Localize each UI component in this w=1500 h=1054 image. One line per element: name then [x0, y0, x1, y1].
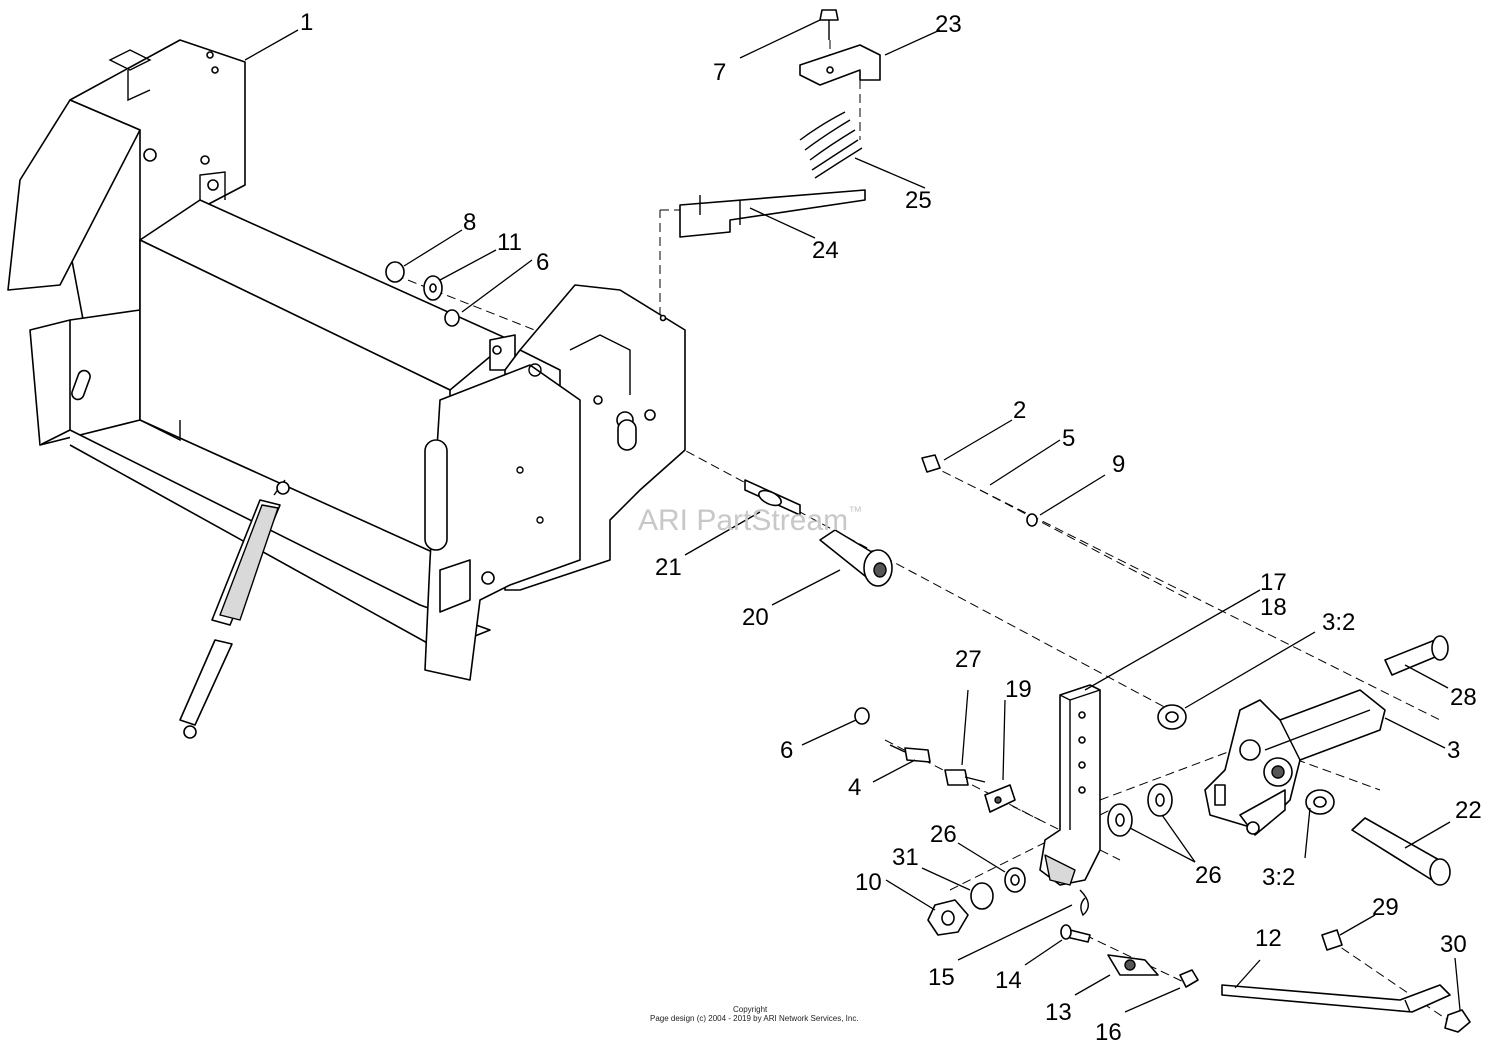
callout-1: 1 — [300, 9, 313, 36]
callout-3: 3 — [1447, 737, 1460, 764]
callout-9: 9 — [1112, 451, 1125, 478]
bushing-3-2-lower — [1305, 789, 1335, 815]
callout-23: 23 — [935, 11, 962, 38]
nut-16 — [1179, 969, 1199, 988]
washer-9 — [1026, 513, 1038, 527]
bolt-4 — [889, 744, 931, 763]
callout-6-upper: 6 — [536, 249, 549, 276]
callout-11: 11 — [497, 229, 522, 256]
callout-30: 30 — [1440, 931, 1467, 958]
callout-18: 18 — [1260, 594, 1287, 621]
callout-24: 24 — [812, 237, 839, 264]
bolt-27 — [944, 769, 986, 786]
spring-25 — [799, 111, 863, 179]
callout-5: 5 — [1062, 425, 1075, 452]
bushing-20 — [819, 529, 893, 587]
washer-31 — [970, 882, 994, 910]
callout-10: 10 — [855, 869, 882, 896]
copyright-title: Copyright — [733, 1005, 768, 1014]
nut-30 — [1444, 1009, 1471, 1033]
nut-6-lower — [854, 707, 870, 725]
leader-lines — [244, 19, 1461, 1013]
clevis-13 — [1107, 954, 1159, 976]
nut-8 — [385, 261, 405, 283]
pedal-arm-17 — [1039, 684, 1101, 886]
callout-21: 21 — [655, 554, 682, 581]
callout-16: 16 — [1095, 1019, 1122, 1046]
clip-19 — [984, 784, 1016, 813]
callout-25: 25 — [905, 187, 932, 214]
cotter-pin-15 — [1079, 889, 1089, 917]
washer-26-left — [1004, 867, 1026, 893]
callout-29: 29 — [1372, 894, 1399, 921]
washer-26-right-a — [1107, 803, 1133, 837]
bolt-2 — [921, 454, 941, 473]
callout-3-2-upper: 3:2 — [1322, 609, 1355, 636]
latch-plate-24 — [679, 189, 866, 238]
bellcrank-3 — [1204, 689, 1386, 836]
callout-28: 28 — [1450, 684, 1477, 711]
callout-26-left: 26 — [930, 821, 957, 848]
rod-21 — [744, 479, 801, 516]
callout-17: 17 — [1260, 569, 1287, 596]
callout-19: 19 — [1005, 676, 1032, 703]
bracket-23 — [799, 44, 881, 86]
callout-26-right: 26 — [1195, 862, 1222, 889]
watermark-text: ARI PartStream — [638, 504, 848, 537]
callout-12: 12 — [1255, 925, 1282, 952]
callout-8: 8 — [463, 209, 476, 236]
callout-22: 22 — [1455, 797, 1482, 824]
watermark: ARI PartStream™ — [638, 503, 862, 537]
shaft-22 — [1351, 817, 1451, 886]
washer-26-right-b — [1147, 783, 1173, 817]
pin-28 — [1384, 635, 1449, 676]
gas-spring-5 — [179, 479, 290, 739]
callout-7: 7 — [713, 59, 726, 86]
callout-20: 20 — [742, 604, 769, 631]
callout-2: 2 — [1013, 397, 1026, 424]
nut-10 — [927, 899, 969, 936]
screw-7 — [819, 9, 839, 40]
frame-assembly — [7, 39, 686, 681]
watermark-trademark: ™ — [848, 503, 862, 519]
callout-15: 15 — [928, 964, 955, 991]
copyright-notice: Page design (c) 2004 - 2019 by ARI Netwo… — [650, 1014, 859, 1023]
callout-3-2-lower: 3:2 — [1262, 864, 1295, 891]
bolt-29 — [1321, 929, 1343, 951]
washer-11 — [423, 275, 443, 301]
callout-31: 31 — [892, 844, 919, 871]
callout-labels: 1 2 3 3:2 3:2 4 5 6 6 7 8 9 10 11 12 13 … — [300, 9, 1482, 1046]
nut-6-upper — [444, 309, 460, 327]
clevis-pin-14 — [1060, 924, 1091, 943]
callout-6-lower: 6 — [780, 737, 793, 764]
bushing-3-2-upper — [1157, 704, 1187, 730]
callout-4: 4 — [848, 774, 861, 801]
rod-12 — [1221, 984, 1451, 1013]
callout-13: 13 — [1045, 999, 1072, 1026]
callout-27: 27 — [955, 646, 982, 673]
callout-14: 14 — [995, 967, 1022, 994]
